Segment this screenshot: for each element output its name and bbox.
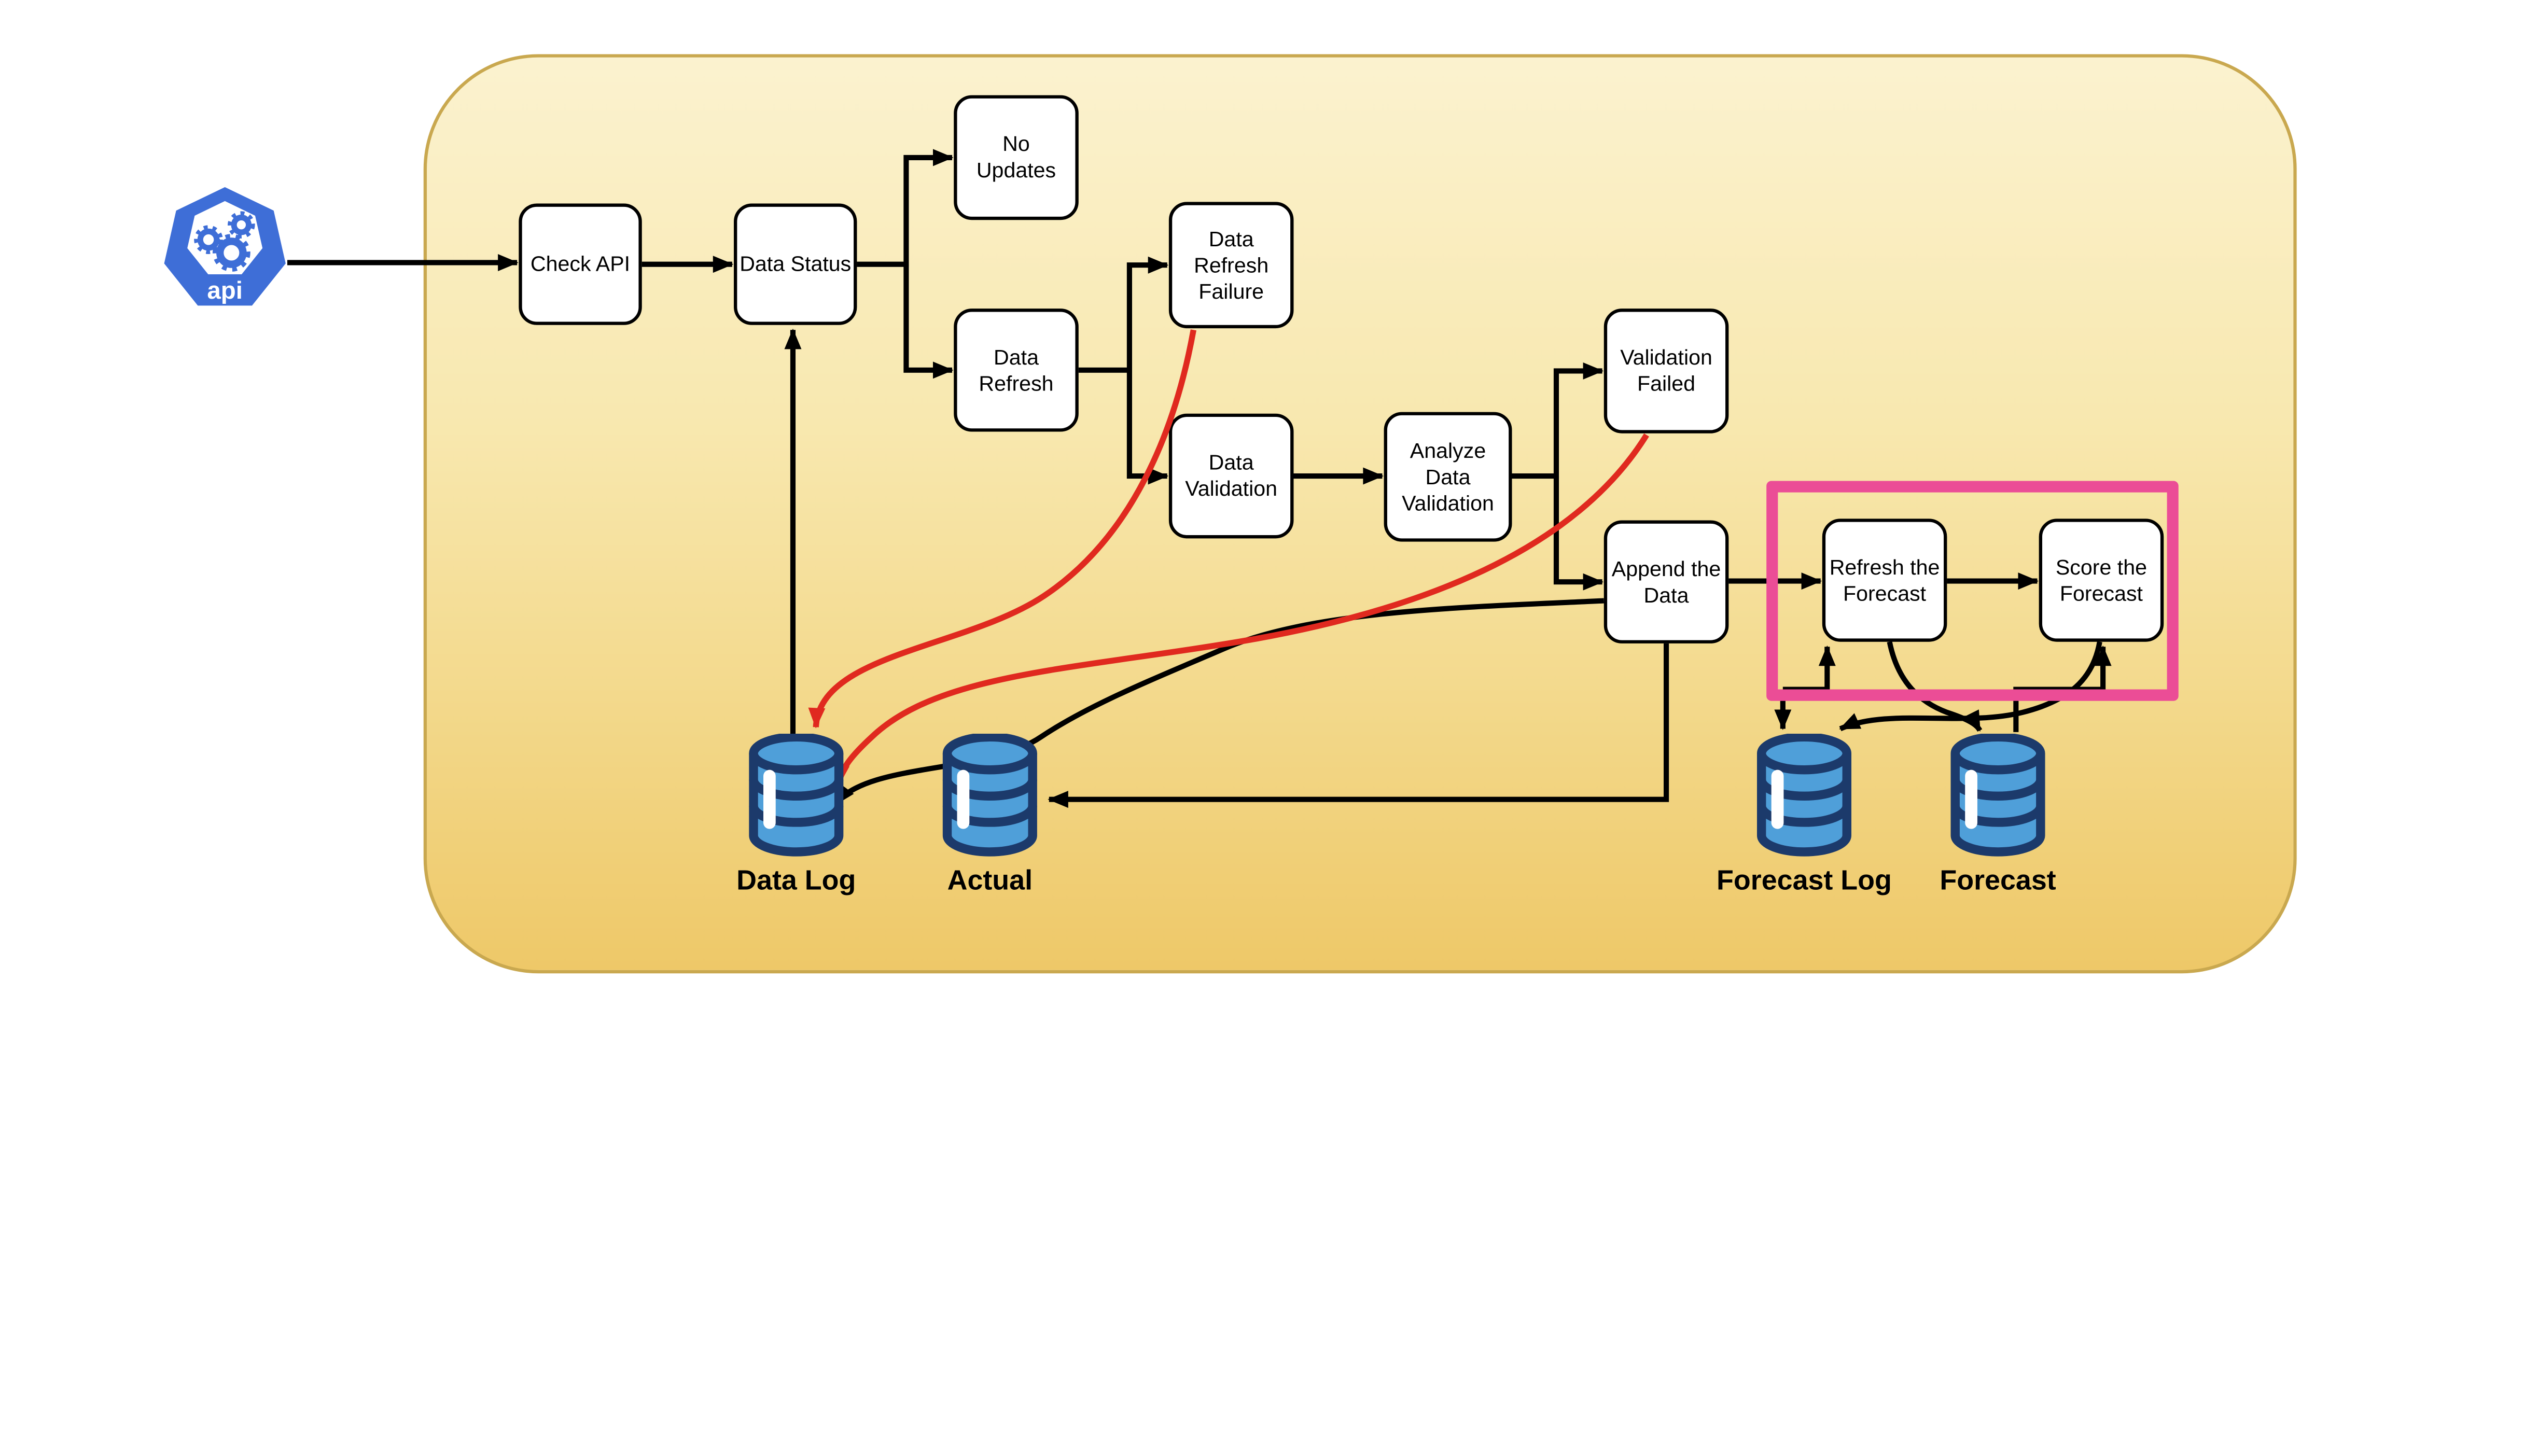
edge-data-status-to-no-updates	[857, 149, 954, 267]
gears-icon	[194, 211, 255, 272]
edge-append-to-actual	[1048, 643, 1669, 808]
datastore-label-forecast: Forecast	[1940, 865, 2056, 897]
node-check-api: Check API	[519, 203, 642, 325]
forecast-highlight-box	[1766, 481, 2179, 701]
node-append-the-data: Append the Data	[1603, 520, 1729, 643]
datastore-forecast	[1955, 737, 2041, 852]
node-data-status: Data Status	[734, 203, 857, 325]
edge-analyze-to-validation-failed	[1512, 362, 1604, 479]
datastore-forecast-log	[1762, 737, 1847, 852]
datastore-label-actual: Actual	[947, 865, 1033, 897]
edge-score-to-forecast-log	[1839, 641, 2102, 732]
edge-data-status-to-data-refresh	[903, 264, 954, 379]
datastore-label-data-log: Data Log	[736, 865, 856, 897]
api-icon: api	[159, 184, 290, 315]
edge-data-refresh-to-data-refresh-failure	[1078, 256, 1169, 373]
edge-data-refresh-to-data-validation	[1126, 370, 1169, 485]
datastore-actual	[947, 737, 1033, 852]
edge-analyze-to-append	[1553, 476, 1604, 591]
node-score-the-forecast: Score the Forecast	[2039, 519, 2164, 642]
api-label: api	[207, 277, 243, 304]
node-data-refresh-failure: Data Refresh Failure	[1168, 202, 1294, 329]
edge-refresh-to-forecast	[1887, 641, 1983, 732]
datastore-data-log	[754, 737, 839, 852]
edge-validation-failed-to-data-log	[832, 433, 1649, 786]
node-data-refresh: Data Refresh	[954, 309, 1079, 432]
node-data-validation: Data Validation	[1168, 413, 1294, 539]
edge-refresh-failure-to-data-log	[808, 329, 1196, 729]
datastore-label-forecast-log: Forecast Log	[1717, 865, 1892, 897]
node-refresh-the-forecast: Refresh the Forecast	[1822, 519, 1947, 642]
node-analyze-data-validation: Analyze Data Validation	[1384, 412, 1512, 542]
node-no-updates: No Updates	[954, 95, 1079, 220]
node-validation-failed: Validation Failed	[1603, 309, 1729, 433]
edge-append-to-data-log	[833, 598, 1605, 806]
